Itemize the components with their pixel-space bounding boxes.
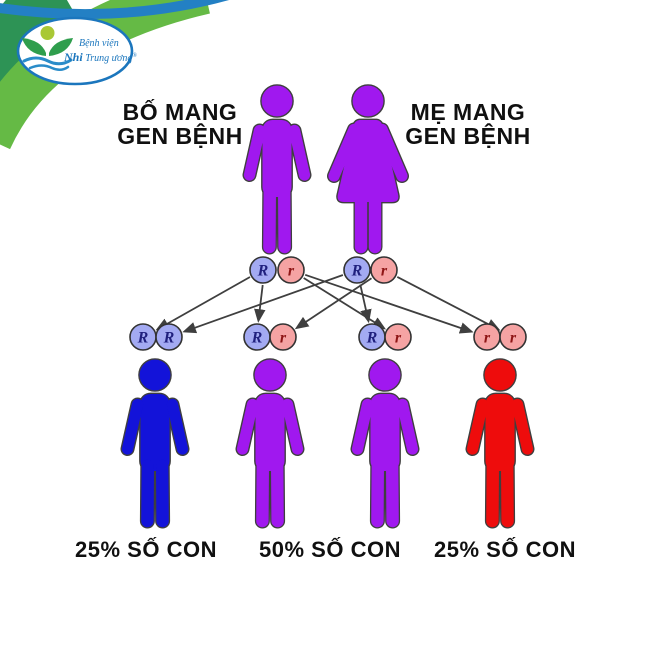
child2-allele2-circle: [269, 323, 297, 351]
child4-allele2-circle: [499, 323, 527, 351]
mother-label-line1: MẸ MANG: [411, 99, 526, 125]
hospital-logo: Bệnh viện Nhi Trung ương®: [16, 16, 137, 86]
child1-icon: [128, 360, 183, 521]
child3-icon: [358, 360, 413, 521]
father-label-line2: GEN BỆNH: [117, 122, 242, 149]
inheritance-line-fatherR-child1: [155, 276, 251, 331]
inheritance-line-fatherr-child3: [303, 277, 387, 330]
inheritance-line-motherr-child2: [294, 277, 372, 330]
mother-allele-R-circle: [343, 256, 371, 284]
child2-allele-pair: R r: [243, 323, 297, 351]
mother-label-line2: GEN BỆNH: [405, 122, 530, 149]
child1-allele2-letter: R: [163, 330, 175, 347]
logo-line1: Bệnh viện: [79, 38, 119, 49]
mother-allele-r-circle: [370, 256, 398, 284]
inheritance-line-fatherR-child2: [254, 284, 266, 323]
child4-icon: [473, 360, 528, 521]
logo-name-rest: Trung ương: [83, 53, 133, 64]
child2-icon: [243, 360, 298, 521]
father-allele-R-letter: R: [257, 263, 269, 280]
inheritance-line-motherR-child3: [359, 284, 372, 324]
child3-allele1-letter: R: [366, 330, 378, 347]
outcome-label-middle: 50% SỐ CON: [259, 536, 401, 562]
inheritance-line-motherR-child1: [182, 274, 344, 334]
inheritance-line-motherr-child4: [396, 276, 501, 331]
child2-allele2-letter: r: [280, 330, 287, 347]
mother-label: MẸ MANG GEN BỆNH: [405, 99, 530, 149]
logo-line2: Nhi Trung ương®: [63, 50, 137, 64]
teal-swoosh: [0, 0, 74, 102]
father-allele-r-letter: r: [288, 263, 295, 280]
child1-allele2-circle: [155, 323, 183, 351]
child4-allele1-letter: r: [484, 330, 491, 347]
inheritance-lines: [155, 273, 501, 334]
outcome-label-left: 25% SỐ CON: [75, 536, 217, 562]
right-leaf: [49, 38, 73, 56]
father-allele-R-circle: [249, 256, 277, 284]
child1-allele1-letter: R: [137, 330, 149, 347]
child4-allele2-letter: r: [510, 330, 517, 347]
plant-logo-icon: [22, 26, 73, 71]
outcome-label-right: 25% SỐ CON: [434, 536, 576, 562]
child3-allele-pair: R r: [358, 323, 412, 351]
inheritance-line-fatherr-child4: [304, 273, 474, 334]
child1-allele-pair: R R: [129, 323, 183, 351]
bud-circle: [40, 26, 55, 40]
father-allele-pair: R r: [249, 256, 305, 284]
mother-icon: [334, 86, 402, 247]
wave-icon: [22, 56, 73, 66]
father-icon: [250, 86, 305, 247]
wave-icon-2: [28, 64, 70, 71]
father-label: BỐ MANG GEN BỆNH: [117, 98, 242, 149]
registered-mark: ®: [132, 52, 137, 59]
blue-swoosh: [0, 0, 229, 20]
left-leaf: [22, 38, 46, 56]
mother-allele-pair: R r: [343, 256, 398, 284]
father-allele-r-circle: [277, 256, 305, 284]
child3-allele2-letter: r: [395, 330, 402, 347]
father-label-line1: BỐ MANG: [123, 98, 238, 125]
mother-allele-r-letter: r: [381, 263, 388, 280]
child2-allele1-letter: R: [251, 330, 263, 347]
child4-allele-pair: r r: [473, 323, 527, 351]
logo-name-bold: Nhi: [63, 50, 83, 64]
child3-allele2-circle: [384, 323, 412, 351]
mother-allele-R-letter: R: [351, 263, 363, 280]
